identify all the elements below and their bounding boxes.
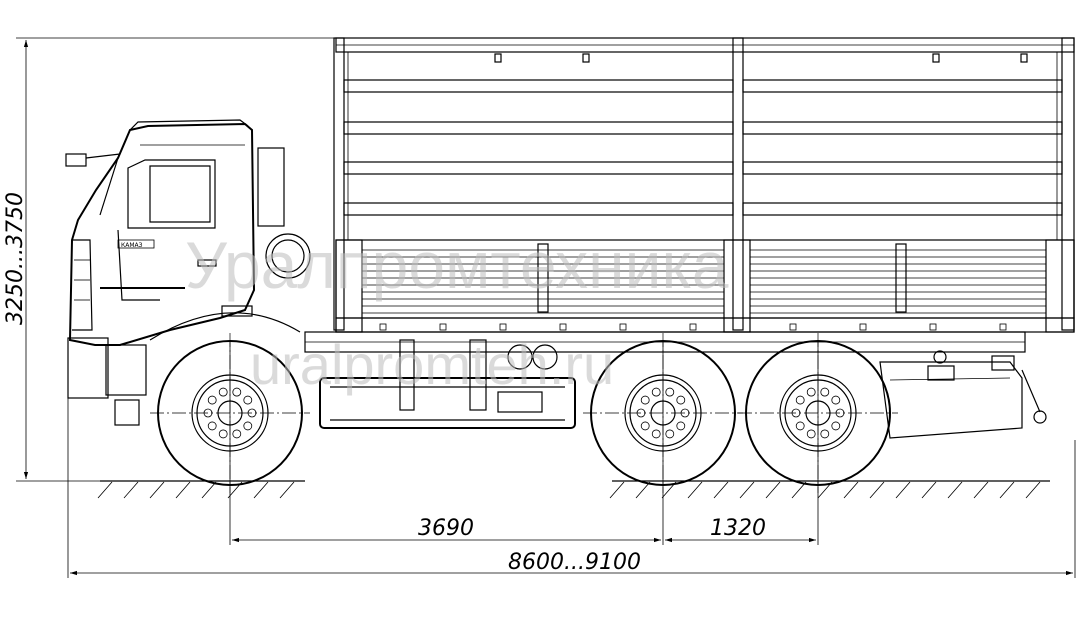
cab-badge: КАМАЗ	[121, 242, 143, 249]
watermark-main: Уралпромтехника	[185, 228, 729, 302]
overall-length-label: 8600...9100	[508, 550, 641, 575]
watermark-url: uralpromteh.ru	[250, 333, 614, 396]
watermark: Уралпромтехника uralpromteh.ru	[185, 228, 729, 396]
height-label: 3250...3750	[3, 192, 28, 325]
length-dimensions: 3690 1320 8600...9100	[67, 340, 1076, 578]
height-dimension: 3250...3750	[3, 37, 335, 482]
wheel	[738, 333, 898, 493]
cab: КАМАЗ	[65, 119, 311, 426]
wheel	[583, 333, 743, 493]
wheelbase-rear-label: 1320	[710, 516, 766, 541]
wheelbase-front-label: 3690	[418, 516, 474, 541]
wheel	[150, 333, 310, 493]
